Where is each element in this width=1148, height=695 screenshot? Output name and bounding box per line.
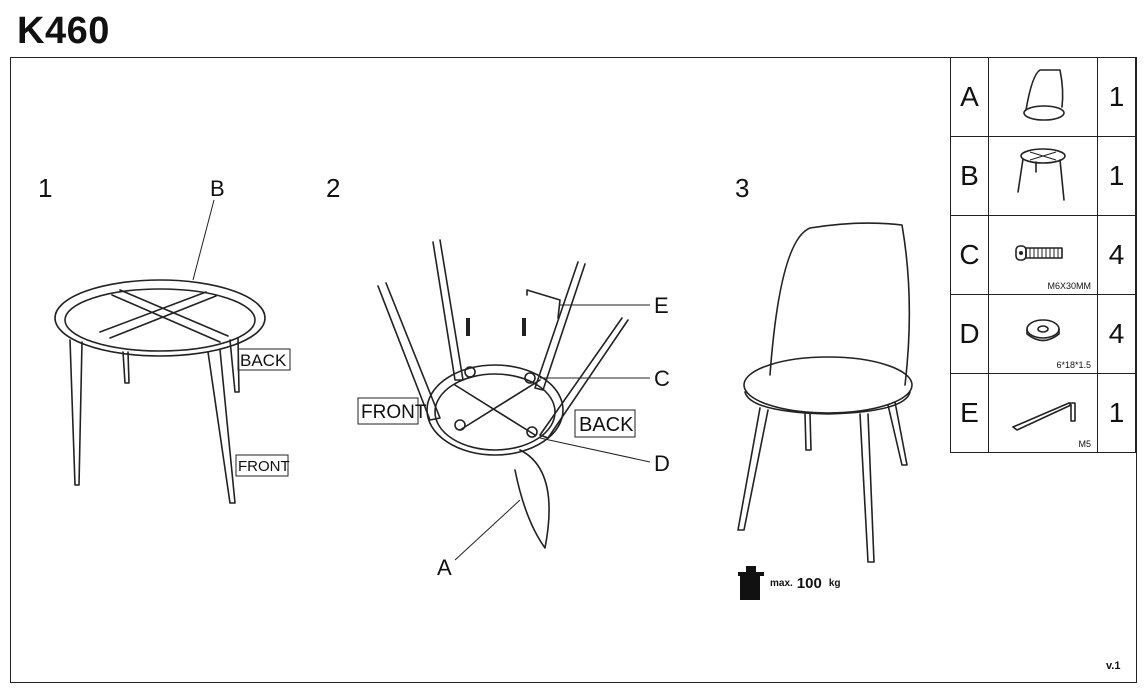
upside-down-chair-drawing <box>377 239 651 561</box>
allen-key-icon <box>1012 401 1076 431</box>
part-image <box>988 136 1098 216</box>
label-e: E <box>654 293 669 318</box>
step-1-number: 1 <box>38 173 52 203</box>
part-image: M6X30MM <box>988 215 1098 295</box>
step-3-number: 3 <box>735 173 749 203</box>
back-label-2: BACK <box>579 414 634 436</box>
back-label: BACK <box>240 351 287 370</box>
leg-frame-drawing <box>54 279 266 504</box>
label-d: D <box>654 451 670 476</box>
part-spec: 6*18*1.5 <box>1056 360 1091 370</box>
part-row: B 1 <box>950 136 1136 216</box>
part-qty: 1 <box>1097 136 1136 216</box>
part-image: M5 <box>988 373 1098 453</box>
step-1: 1 B BACK FRONT <box>38 173 291 504</box>
part-spec: M6X30MM <box>1047 281 1091 291</box>
label-c: C <box>654 366 670 391</box>
leg-frame-icon <box>1017 147 1066 201</box>
step-2-number: 2 <box>326 173 340 203</box>
step-1-label-b: B <box>210 176 225 201</box>
parts-list: A 1 B 1 C <box>950 57 1136 453</box>
part-qty: 1 <box>1097 57 1136 137</box>
max-prefix: max. <box>770 577 793 589</box>
part-row: C M6X30MM 4 <box>950 215 1136 295</box>
part-qty: 4 <box>1097 294 1136 374</box>
max-unit: kg <box>828 577 841 589</box>
step-3: 3 <box>735 173 913 563</box>
part-image: 6*18*1.5 <box>988 294 1098 374</box>
seat-shell-icon <box>1023 68 1065 121</box>
part-spec: M5 <box>1078 439 1091 449</box>
front-label-2: FRONT <box>361 402 427 423</box>
part-qty: 4 <box>1097 215 1136 295</box>
version-label: v.1 <box>1106 660 1121 672</box>
front-label: FRONT <box>238 458 290 475</box>
instruction-frame <box>10 57 1137 683</box>
assembled-chair-drawing <box>737 222 913 563</box>
part-row: A 1 <box>950 57 1136 137</box>
part-letter: C <box>950 215 989 295</box>
part-qty: 1 <box>1097 373 1136 453</box>
max-value: 100 <box>796 574 822 592</box>
part-letter: D <box>950 294 989 374</box>
bolt-icon <box>1015 244 1063 261</box>
washer-icon <box>1026 318 1060 341</box>
label-a: A <box>437 555 452 580</box>
max-load-indicator: max. 100 kg <box>736 566 841 600</box>
model-title: K460 <box>17 10 110 52</box>
part-letter: A <box>950 57 989 137</box>
step-2: 2 FRONT BACK E C D <box>326 173 670 580</box>
weight-icon <box>738 566 764 600</box>
part-letter: E <box>950 373 989 453</box>
part-row: D 6*18*1.5 4 <box>950 294 1136 374</box>
part-letter: B <box>950 136 989 216</box>
part-image <box>988 57 1098 137</box>
part-row: E M5 1 <box>950 373 1136 453</box>
